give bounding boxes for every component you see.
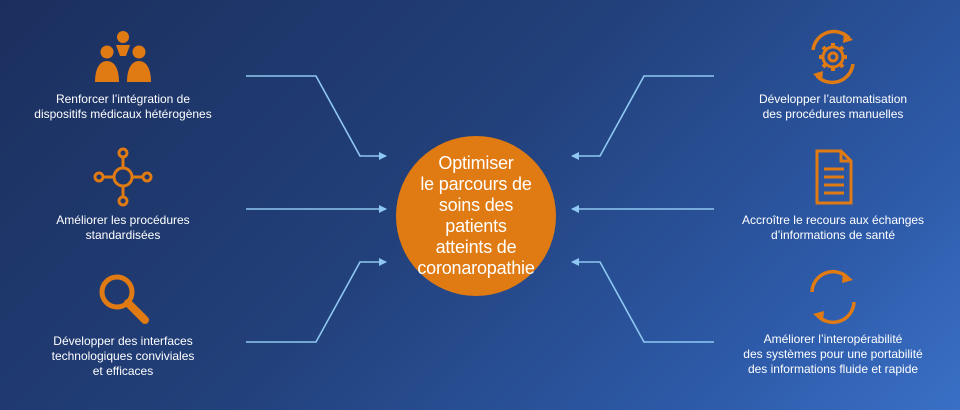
left-item-integration: Renforcer l’intégration de dispositifs m… <box>18 28 228 122</box>
gear-cycle-icon <box>811 29 855 85</box>
right-item-health-exchange: Accroître le recours aux échanges d’info… <box>728 147 938 243</box>
document-icon <box>815 149 853 205</box>
right-item-interoperability-label: Améliorer l’interopérabilité des système… <box>743 332 923 376</box>
right-item-interoperability: Améliorer l’interopérabilité des système… <box>728 268 938 377</box>
right-item-automation: Développer l’automatisation des procédur… <box>728 28 938 122</box>
left-item-integration-label: Renforcer l’intégration de dispositifs m… <box>34 92 212 121</box>
central-goal-text: Optimiser le parcours de soins des patie… <box>417 153 535 278</box>
left-item-procedures-label: Améliorer les procédures standardisées <box>56 213 190 242</box>
right-item-health-exchange-label: Accroître le recours aux échanges d’info… <box>741 213 925 242</box>
left-item-interfaces: Développer des interfaces technologiques… <box>18 268 228 379</box>
magnifier-icon <box>99 274 149 324</box>
arrow-left-top <box>246 75 387 160</box>
network-node-icon <box>93 147 153 207</box>
left-item-procedures: Améliorer les procédures standardisées <box>18 147 228 243</box>
left-item-interfaces-label: Développer des interfaces technologiques… <box>51 334 195 378</box>
people-group-icon <box>95 31 151 82</box>
arrow-right-bottom <box>571 258 714 343</box>
arrow-right-top <box>571 75 714 160</box>
sync-arrows-icon <box>810 269 856 325</box>
central-goal-circle: Optimiser le parcours de soins des patie… <box>396 136 556 296</box>
right-item-automation-label: Développer l’automatisation des procédur… <box>758 92 908 121</box>
arrow-left-bottom <box>246 258 387 343</box>
